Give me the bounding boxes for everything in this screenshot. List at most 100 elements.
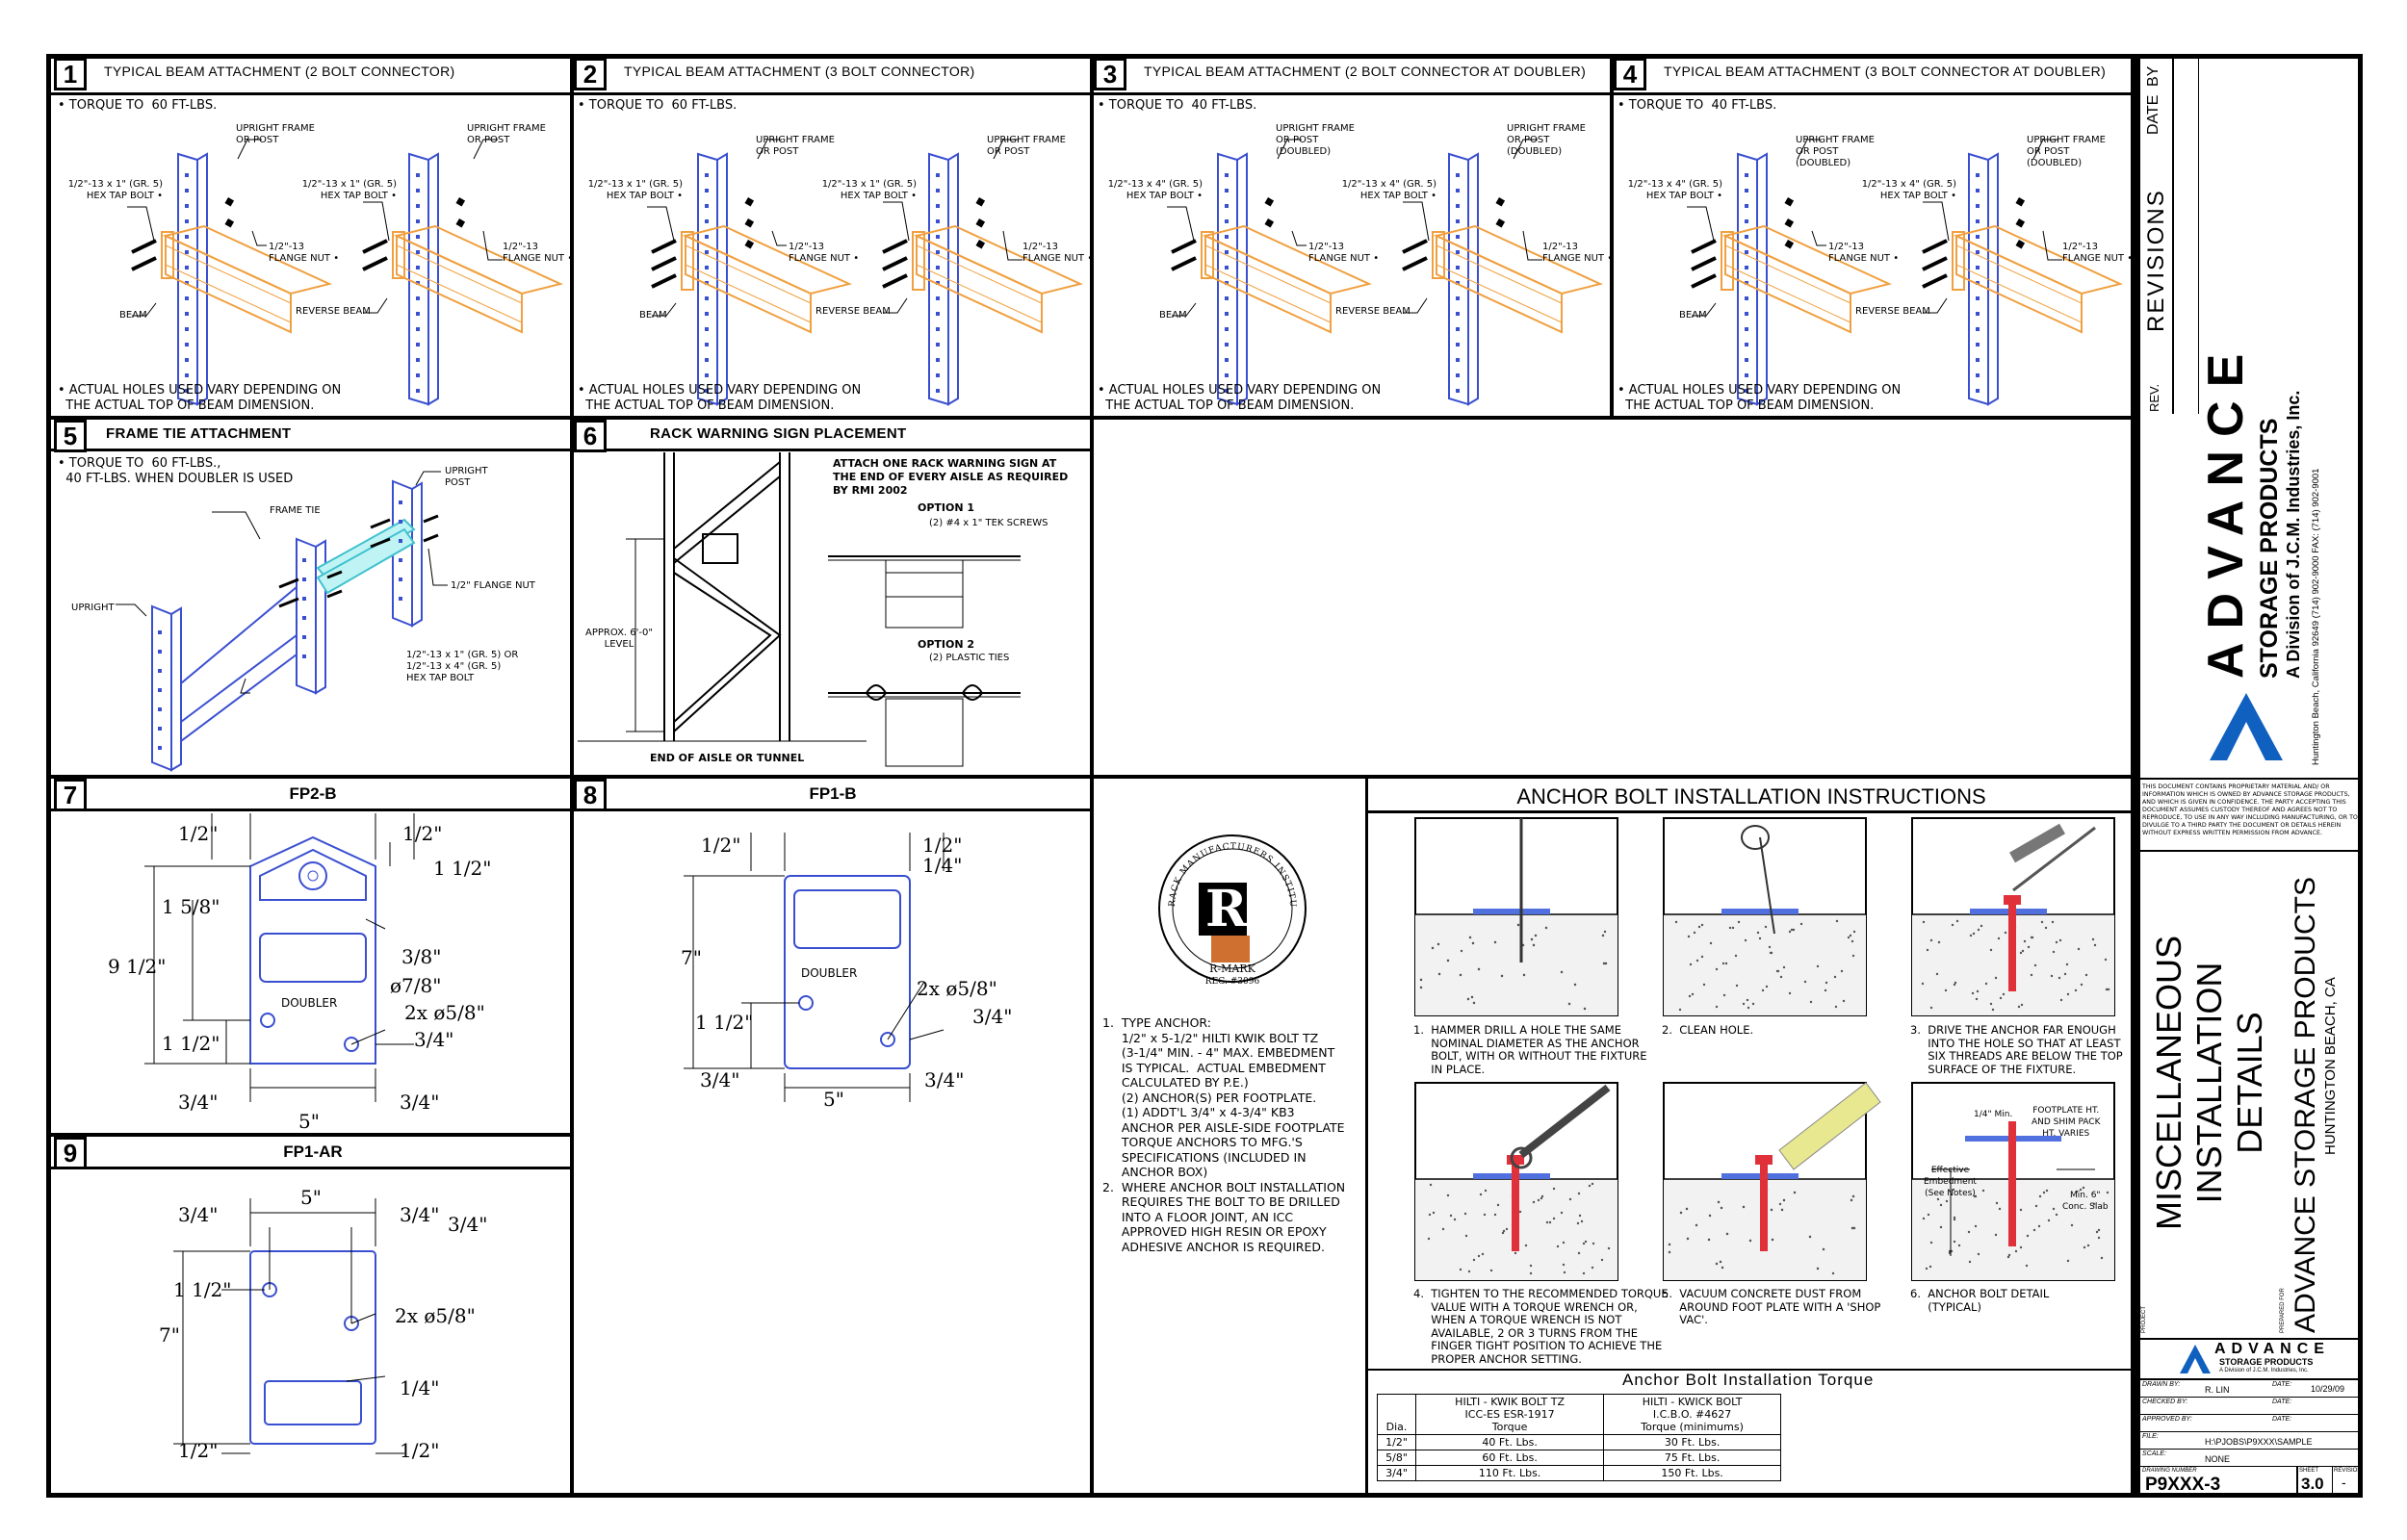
tb-line: [2139, 1431, 2363, 1432]
dim-half-right: 1/2": [922, 834, 963, 857]
torque-kwik-tz: 60 Ft. Lbs.: [1414, 1450, 1605, 1466]
option-2-detail: (2) PLASTIC TIES: [929, 653, 1010, 663]
label-upright-right: UPRIGHT FRAME OR POST (DOUBLED): [1507, 123, 1586, 157]
label-nut-left: 1/2"-13 FLANGE NUT •: [789, 242, 860, 264]
label-bolt-right: 1/2"-13 x 1" (GR. 5) HEX TAP BOLT •: [301, 179, 397, 201]
rack-warning-drawing: [578, 452, 1021, 767]
sheet-title: MISCELLANEOUS INSTALLATION DETAILS: [2149, 935, 2269, 1231]
label-beam: BEAM: [639, 310, 667, 321]
dim-3-4-bottom-left: 3/4": [178, 1091, 219, 1114]
label-upright-left: UPRIGHT FRAME OR POST: [756, 135, 835, 157]
label-nut-left: 1/2"-13 FLANGE NUT •: [1308, 242, 1380, 264]
label-upright-left: UPRIGHT FRAME OR POST (DOUBLED): [1276, 123, 1355, 157]
dim-holes: 2x ø5/8": [404, 1001, 485, 1024]
panel-title: FP2-B: [289, 784, 337, 803]
tb-field-value: R. LIN: [2205, 1385, 2230, 1395]
tb-line: [2139, 1414, 2363, 1415]
anchor-step-text: 3. DRIVE THE ANCHOR FAR ENOUGH INTO THE …: [1910, 1023, 2123, 1076]
anchor-title: ANCHOR BOLT INSTALLATION INSTRUCTIONS: [1516, 784, 1986, 808]
label-hex-bolt: 1/2"-13 x 1" (GR. 5) OR 1/2"-13 x 4" (GR…: [406, 650, 519, 683]
tb-field-label: DATE:: [2272, 1399, 2292, 1405]
label-bolt-left: 1/2"-13 x 1" (GR. 5) HEX TAP BOLT •: [587, 179, 683, 201]
dim-half-left: 1/2": [701, 834, 741, 857]
grid-line: [1090, 58, 1094, 1494]
small-logo-division: A Division of J.C.M. Industries, Inc.: [2219, 1368, 2309, 1373]
torque-row: 1/2" 40 Ft. Lbs. 30 Ft. Lbs.: [1377, 1434, 1781, 1450]
small-logo-sub: STORAGE PRODUCTS: [2219, 1357, 2314, 1367]
dim-half-right: 1/2": [400, 1439, 440, 1462]
label-reverse-beam: REVERSE BEAM: [296, 306, 371, 317]
torque-dia: 5/8": [1377, 1450, 1416, 1466]
end-of-aisle-label: END OF AISLE OR TUNNEL: [650, 752, 805, 764]
tb-line: [2172, 58, 2174, 414]
torque-kwik-tz: 110 Ft. Lbs.: [1414, 1465, 1605, 1481]
label-bolt-right: 1/2"-13 x 4" (GR. 5) HEX TAP BOLT •: [1861, 179, 1956, 201]
anchor-step-image: [1414, 1082, 1618, 1281]
dim-diameter-7-8: ø7/8": [390, 974, 442, 997]
dim-7: 7": [681, 946, 702, 969]
col1-header: HILTI - KWIK BOLT TZ ICC-ES ESR-1917 Tor…: [1414, 1394, 1605, 1435]
sheet-label: SHEET: [2299, 1468, 2319, 1474]
small-logo-triangle: [2180, 1345, 2211, 1373]
detail-min: 1/4" Min.: [1974, 1110, 2013, 1119]
option-1-detail: (2) #4 x 1" TEK SCREWS: [929, 518, 1048, 528]
panel-number: 9: [54, 1137, 87, 1169]
label-nut-right: 1/2"-13 FLANGE NUT •: [503, 242, 574, 264]
project-label: PROJECT: [2141, 1305, 2147, 1333]
drawing-number-label: DRAWING NUMBER: [2142, 1468, 2197, 1474]
torque-kwick: 30 Ft. Lbs.: [1603, 1434, 1781, 1450]
footnote: • ACTUAL HOLES USED VARY DEPENDING ON TH…: [58, 383, 342, 413]
torque-table-top: [1367, 1369, 2135, 1371]
tb-rev-label: REV.: [2147, 383, 2161, 412]
client-name: ADVANCE STORAGE PRODUCTS: [2290, 877, 2321, 1333]
rmark-seal: RACK MANUFACTURERS INSTITUTE R R-MARK RE…: [1152, 823, 1307, 987]
tb-line: [2332, 1467, 2333, 1494]
label-nut-right: 1/2"-13 FLANGE NUT •: [2062, 242, 2134, 264]
torque-note: • TORQUE TO 60 FT-LBS.: [58, 98, 218, 113]
panel-title: FP1-AR: [283, 1142, 343, 1161]
rmark-reg: REG. #3096: [1205, 977, 1260, 987]
panel-title: RACK WARNING SIGN PLACEMENT: [650, 425, 907, 442]
torque-row: 5/8" 60 Ft. Lbs. 75 Ft. Lbs.: [1377, 1450, 1781, 1466]
tb-field-label: APPROVED BY:: [2142, 1416, 2192, 1423]
tb-line: [2139, 1449, 2363, 1450]
beam-attachment-drawing: [127, 139, 563, 406]
dim-1-4: 1/4": [400, 1376, 440, 1399]
tb-field-label: DATE:: [2272, 1416, 2292, 1423]
torque-note: • TORQUE TO 60 FT-LBS., 40 FT-LBS. WHEN …: [58, 456, 294, 486]
tb-field-value: NONE: [2205, 1454, 2231, 1464]
tb-field-value: 10/29/09: [2311, 1384, 2345, 1394]
torque-note: • TORQUE TO 40 FT-LBS.: [1618, 98, 1777, 113]
dim-1-5-8: 1 5/8": [162, 895, 220, 918]
tb-line: [2139, 850, 2363, 852]
option-1-label: OPTION 1: [918, 501, 975, 514]
dim-7: 7": [159, 1323, 180, 1347]
dim-5: 5": [298, 1110, 320, 1133]
company-address: Huntington Beach, California 92649 (714)…: [2311, 468, 2321, 765]
torque-note: • TORQUE TO 60 FT-LBS.: [578, 98, 738, 113]
label-upright-right: UPRIGHT FRAME OR POST: [467, 123, 546, 145]
torque-dia: 1/2": [1377, 1434, 1416, 1450]
panel-title: TYPICAL BEAM ATTACHMENT (3 BOLT CONNECTO…: [624, 64, 975, 79]
level-label: APPROX. 6'-0" LEVEL: [585, 628, 653, 650]
anchor-step-image: [1911, 1082, 2115, 1281]
dim-1-4: 1/4": [922, 854, 963, 877]
anchor-step-image: [1663, 817, 1867, 1016]
panel-number: 4: [1614, 58, 1646, 90]
detail-embedment: Effective Embedment (See Notes): [1924, 1166, 1977, 1198]
beam-attachment-drawing: [1687, 139, 2123, 406]
dim-9-1-2: 9 1/2": [108, 955, 167, 978]
label-upright-right: UPRIGHT FRAME OR POST (DOUBLED): [2027, 135, 2106, 168]
dim-holes: 2x ø5/8": [395, 1304, 476, 1327]
company-logo-triangle: [2210, 693, 2283, 760]
rmark-label: R-MARK: [1209, 962, 1255, 975]
dim-half-right: 1/2": [402, 822, 443, 845]
frame-tie-drawing: [116, 471, 448, 772]
grid-line: [1365, 777, 1368, 1494]
drawing-number: P9XXX-3: [2145, 1475, 2221, 1495]
tb-line: [2139, 1397, 2363, 1398]
dim-3-4-top-left: 3/4": [178, 1203, 219, 1226]
label-beam: BEAM: [119, 310, 147, 321]
small-logo-name: ADVANCE: [2214, 1341, 2330, 1357]
dim-half-left: 1/2": [178, 822, 219, 845]
